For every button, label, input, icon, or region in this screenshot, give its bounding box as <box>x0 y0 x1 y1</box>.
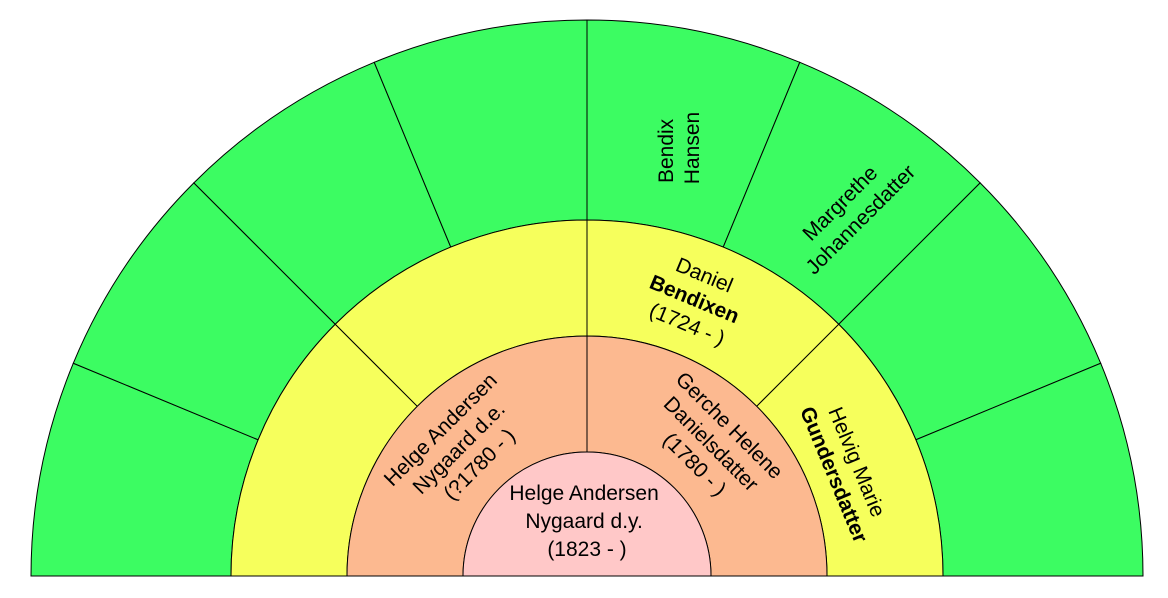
root-name-line1: Helge Andersen <box>509 482 658 505</box>
ring-generation3 <box>30 19 1144 577</box>
root-name-line2: Nygaard d.y. <box>525 510 643 533</box>
root-label: Helge Andersen Nygaard d.y. (1823 - ) <box>509 482 664 561</box>
gen3-slot-5-line2: Hansen <box>681 112 704 184</box>
gen3-slot-5-label: Bendix Hansen <box>655 112 704 184</box>
gen3-slot-5-line1: Bendix <box>655 118 678 183</box>
root-segment[interactable] <box>462 451 712 577</box>
ring-generation2 <box>230 219 944 577</box>
ring-generation1 <box>346 335 828 577</box>
root-dates: (1823 - ) <box>547 538 626 561</box>
